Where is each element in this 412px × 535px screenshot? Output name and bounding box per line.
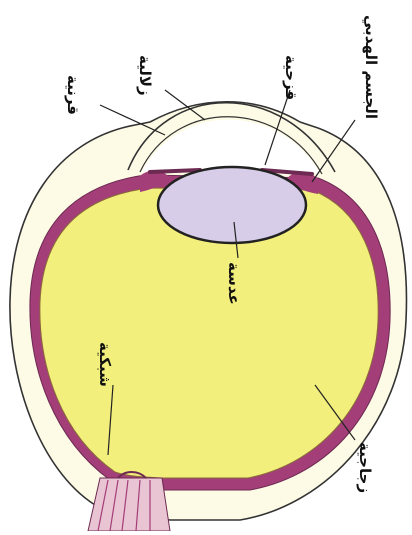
label-aqueous-humor: زلالية — [136, 55, 154, 96]
lens — [158, 167, 306, 243]
label-retina: شبكية — [96, 342, 114, 387]
label-cornea: قرنية — [64, 75, 82, 115]
label-ciliary-body: الجسم الهدبي — [362, 15, 380, 119]
optic-nerve — [88, 478, 170, 531]
label-lens: عدسة — [225, 262, 243, 305]
label-vitreous-humor: زجاجية — [356, 442, 374, 493]
label-iris: قزحية — [282, 55, 300, 100]
